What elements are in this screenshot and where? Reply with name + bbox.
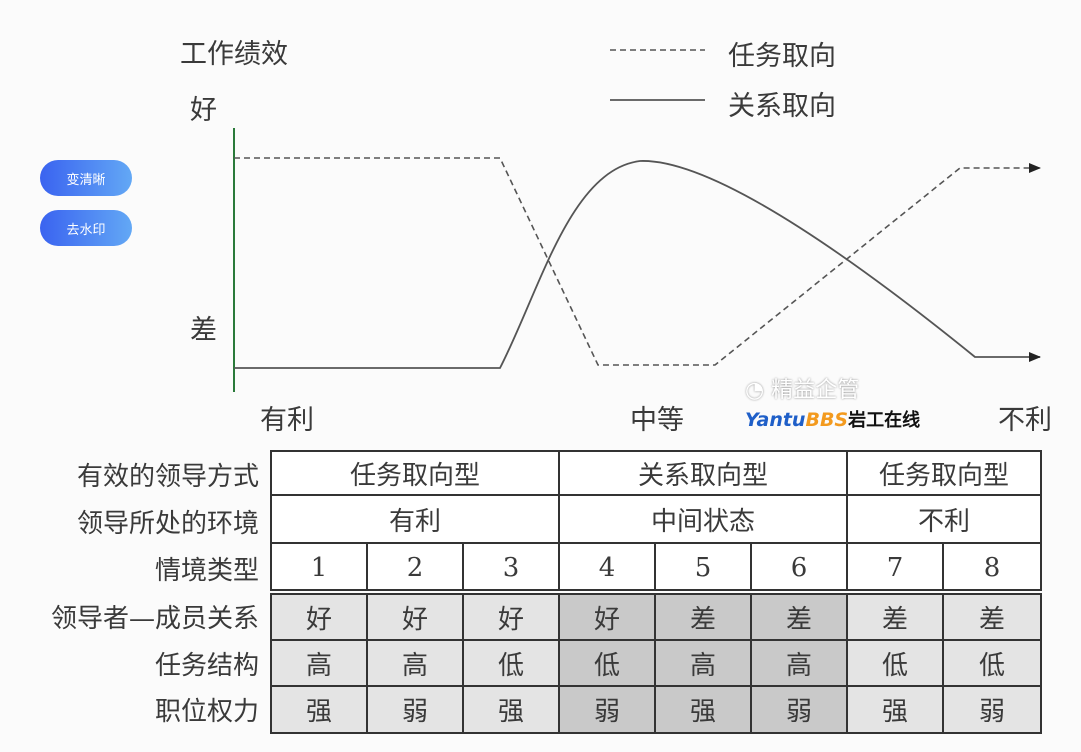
legend-relation-oriented: 关系取向 [728,91,836,122]
situation-cell: 8 [983,552,1001,583]
task-structure-cell: 高 [752,641,848,687]
environment-cell: 不利 [848,496,1040,544]
wechat-icon: ◔ [745,378,765,403]
legend-task-oriented: 任务取向 [728,41,836,72]
y-high-label: 好 [190,95,217,126]
leader-member-cell: 差 [752,595,848,641]
row-label-task-structure: 任务结构 [154,651,259,681]
situation-cell: 5 [656,544,752,591]
environment-cell: 有利 [272,496,560,544]
relation-oriented-line [234,160,1041,369]
remove-watermark-button[interactable]: 去水印 [40,210,132,246]
position-power-cell: 弱 [944,687,1040,732]
position-power-cell: 强 [272,687,368,732]
y-axis-label: 工作绩效 [180,39,288,70]
wechat-watermark: ◔ 精益企管 [745,372,859,404]
task-structure-cell: 低 [560,641,656,687]
position-power-cell: 强 [464,687,560,732]
situation-cell: 1 [272,544,368,591]
task-structure-cell: 高 [656,641,752,687]
x-label-favorable: 有利 [260,405,314,436]
style-cell: 关系取向型 [560,452,848,496]
situation-table: 好好好好差差差差高高低低高高低低强弱强弱强弱强弱 [270,593,1042,734]
row-label-leader-member: 领导者—成员关系 [50,604,259,634]
situation-cell: 2 [368,544,464,591]
row-label-environment: 领导所处的环境 [76,509,259,539]
site-watermark-c: 岩工在线 [848,410,921,431]
leader-member-cell: 好 [272,595,368,641]
clarify-button[interactable]: 变清晰 [40,160,132,196]
x-label-moderate: 中等 [630,405,684,436]
task-structure-cell: 低 [944,641,1040,687]
y-low-label: 差 [190,315,217,346]
style-cell: 任务取向型 [848,452,1040,496]
x-label-unfavorable: 不利 [998,405,1052,436]
wechat-watermark-text: 精益企管 [771,378,860,403]
performance-chart [233,49,1041,392]
row-label-situation: 情境类型 [154,556,259,586]
task-structure-cell: 低 [464,641,560,687]
leader-member-cell: 差 [656,595,752,641]
position-power-cell: 强 [656,687,752,732]
position-power-cell: 弱 [752,687,848,732]
position-power-cell: 弱 [560,687,656,732]
leader-member-cell: 好 [368,595,464,641]
leader-member-cell: 好 [464,595,560,641]
task-structure-cell: 高 [368,641,464,687]
site-watermark: YantuBBS岩工在线 [745,406,920,432]
task-structure-cell: 低 [848,641,944,687]
task-oriented-line [234,157,1041,366]
situation-cell: 3 [464,544,560,591]
leader-member-cell: 差 [848,595,944,641]
position-power-cell: 强 [848,687,944,732]
row-label-position-power: 职位权力 [154,697,259,727]
style-cell: 任务取向型 [272,452,560,496]
position-power-cell: 弱 [368,687,464,732]
site-watermark-b: BBS [805,409,849,431]
situation-cell: 4 [560,544,656,591]
task-structure-cell: 高 [272,641,368,687]
leader-member-cell: 好 [560,595,656,641]
site-watermark-a: Yantu [745,409,806,431]
environment-cell: 中间状态 [560,496,848,544]
row-label-style: 有效的领导方式 [76,462,259,492]
leader-member-cell: 差 [944,595,1040,641]
situation-cell: 6 [752,544,848,591]
situation-cell: 7 [848,544,944,591]
